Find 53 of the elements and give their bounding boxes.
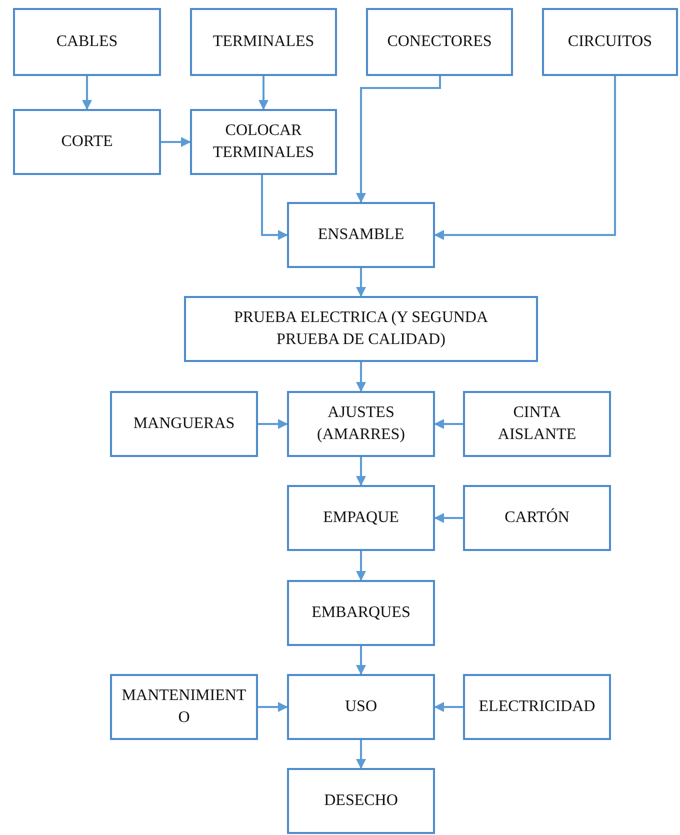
- box-label: COLOCAR TERMINALES: [212, 121, 316, 163]
- arrow: [258, 76, 268, 110]
- process-box: [463, 674, 611, 740]
- arrow: [356, 551, 366, 581]
- box-label: EMBARQUES: [312, 603, 410, 624]
- process-box: [287, 768, 435, 834]
- arrow: [356, 740, 366, 769]
- arrow: [434, 513, 463, 523]
- box-label: TERMINALES: [212, 32, 314, 52]
- process-box: [110, 391, 258, 457]
- process-box: [110, 674, 258, 740]
- process-box: [463, 485, 611, 551]
- arrow: [356, 268, 366, 297]
- process-box: [13, 109, 161, 175]
- arrow: [434, 419, 463, 429]
- box-label: CIRCUITOS: [568, 32, 652, 52]
- box-label: EMPAQUE: [323, 508, 399, 528]
- arrow: [161, 137, 191, 147]
- box-label: CINTA AISLANTE: [496, 403, 578, 445]
- process-box: [287, 391, 435, 457]
- arrow: [434, 702, 463, 712]
- process-box: [463, 391, 611, 457]
- box-label: PRUEBA ELECTRICA (Y SEGUNDA PRUEBA DE CALIDAD): [232, 308, 490, 350]
- box-label: ELECTRICIDAD: [478, 697, 596, 718]
- arrow: [356, 646, 366, 675]
- process-box: [287, 485, 435, 551]
- arrow: [434, 76, 616, 240]
- arrow: [261, 175, 288, 240]
- box-label: AJUSTES (AMARRES): [316, 403, 406, 445]
- process-box: [287, 674, 435, 740]
- arrow: [258, 419, 288, 429]
- box-label: MANGUERAS: [133, 414, 235, 434]
- arrow: [82, 76, 92, 110]
- process-box: [542, 8, 678, 76]
- box-label: CORTE: [61, 132, 113, 152]
- arrow: [356, 76, 441, 203]
- process-box: [287, 202, 435, 268]
- process-box: [190, 8, 337, 76]
- box-label: CONECTORES: [387, 32, 492, 52]
- process-box: [190, 109, 337, 175]
- box-label: DESECHO: [324, 791, 398, 812]
- process-box: [287, 580, 435, 646]
- process-box: [366, 8, 513, 76]
- process-box: [184, 296, 538, 362]
- box-label: USO: [344, 697, 377, 718]
- box-label: MANTENIMIENTO: [120, 686, 248, 728]
- box-label: ENSAMBLE: [318, 225, 404, 246]
- process-box: [13, 8, 161, 76]
- arrow: [258, 702, 288, 712]
- box-label: CARTÓN: [504, 507, 570, 528]
- box-label: CABLES: [56, 32, 118, 52]
- arrow: [356, 457, 366, 486]
- arrow: [356, 362, 366, 392]
